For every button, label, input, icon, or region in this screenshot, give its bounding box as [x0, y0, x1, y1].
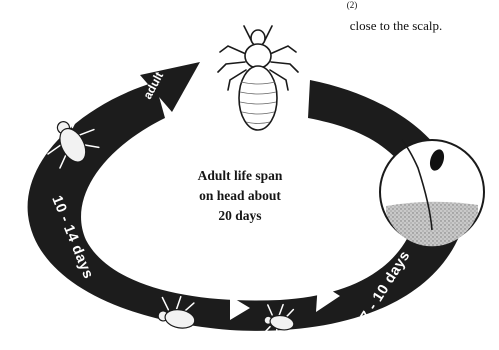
center-text-line2: on head about: [199, 188, 281, 203]
caption-mark: (2): [347, 0, 358, 10]
center-text-line3: 20 days: [218, 208, 261, 223]
caption-fragment: close to the scalp.: [350, 18, 442, 33]
hair-egg-icon: [380, 140, 484, 246]
center-text-line1: Adult life span: [198, 168, 283, 183]
adult-louse-icon: [218, 26, 298, 130]
